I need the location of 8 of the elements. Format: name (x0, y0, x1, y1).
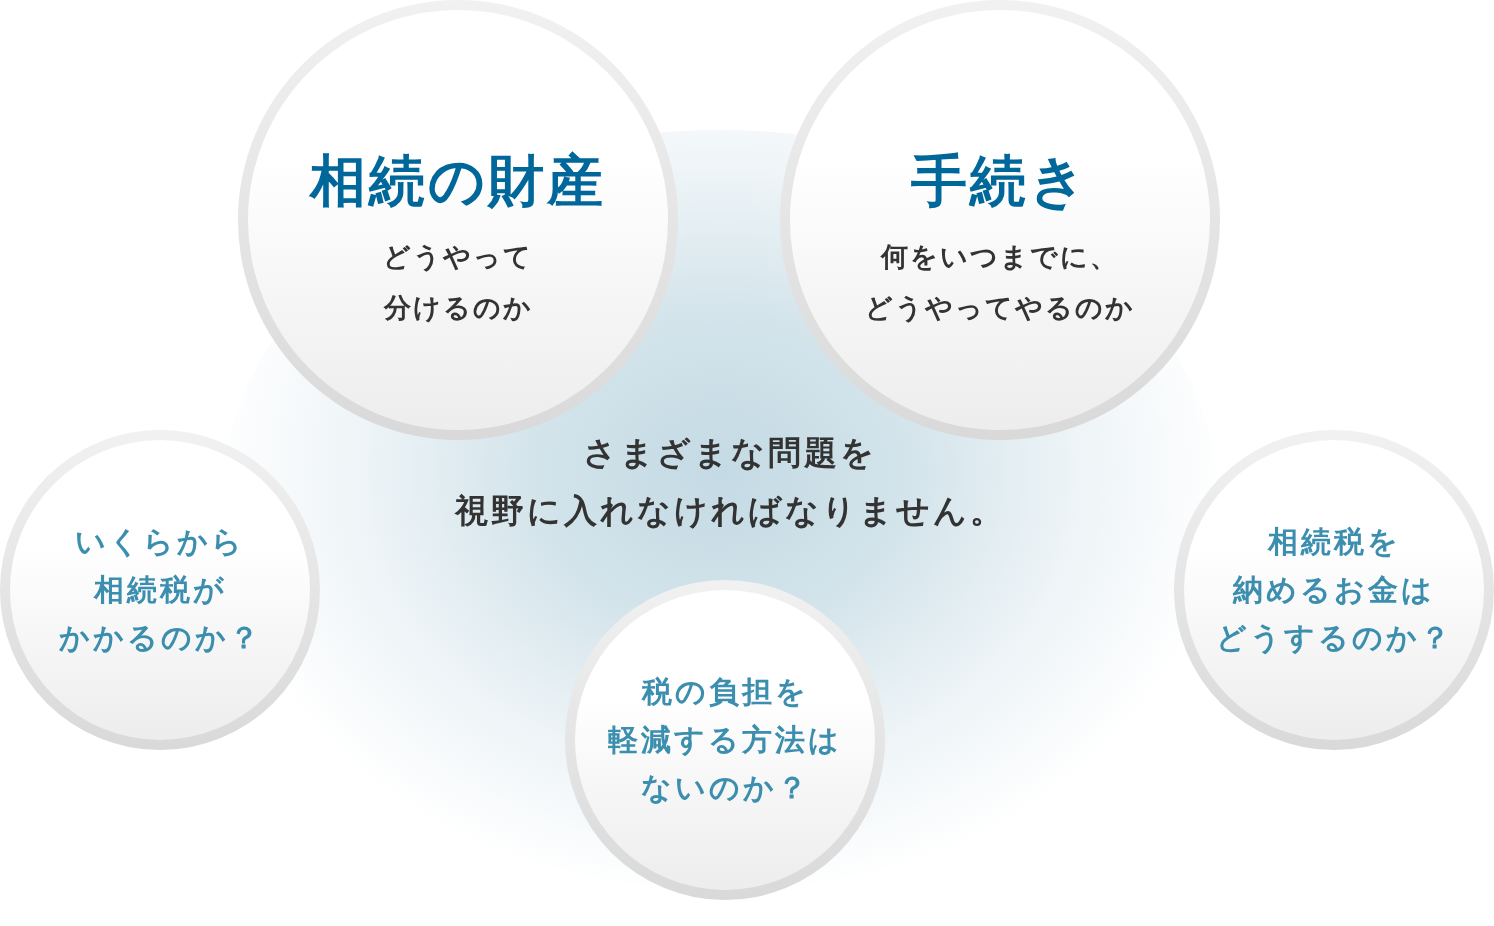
question-text: いくらから相続税がかかるのか？ (58, 523, 262, 657)
circle-heading: 相続の財産 (310, 147, 606, 215)
question-text: 相続税を納めるお金はどうするのか？ (1215, 523, 1453, 657)
circle-text: 何をいつまでに、どうやってやるのか (865, 239, 1135, 325)
center-message: さまざまな問題を視野に入れなければなりません。 (453, 432, 1007, 532)
question-text: 税の負担を軽減する方法はないのか？ (608, 673, 842, 807)
circle-heading: 手続き (911, 147, 1089, 215)
circle-text: どうやって分けるのか (383, 239, 533, 325)
